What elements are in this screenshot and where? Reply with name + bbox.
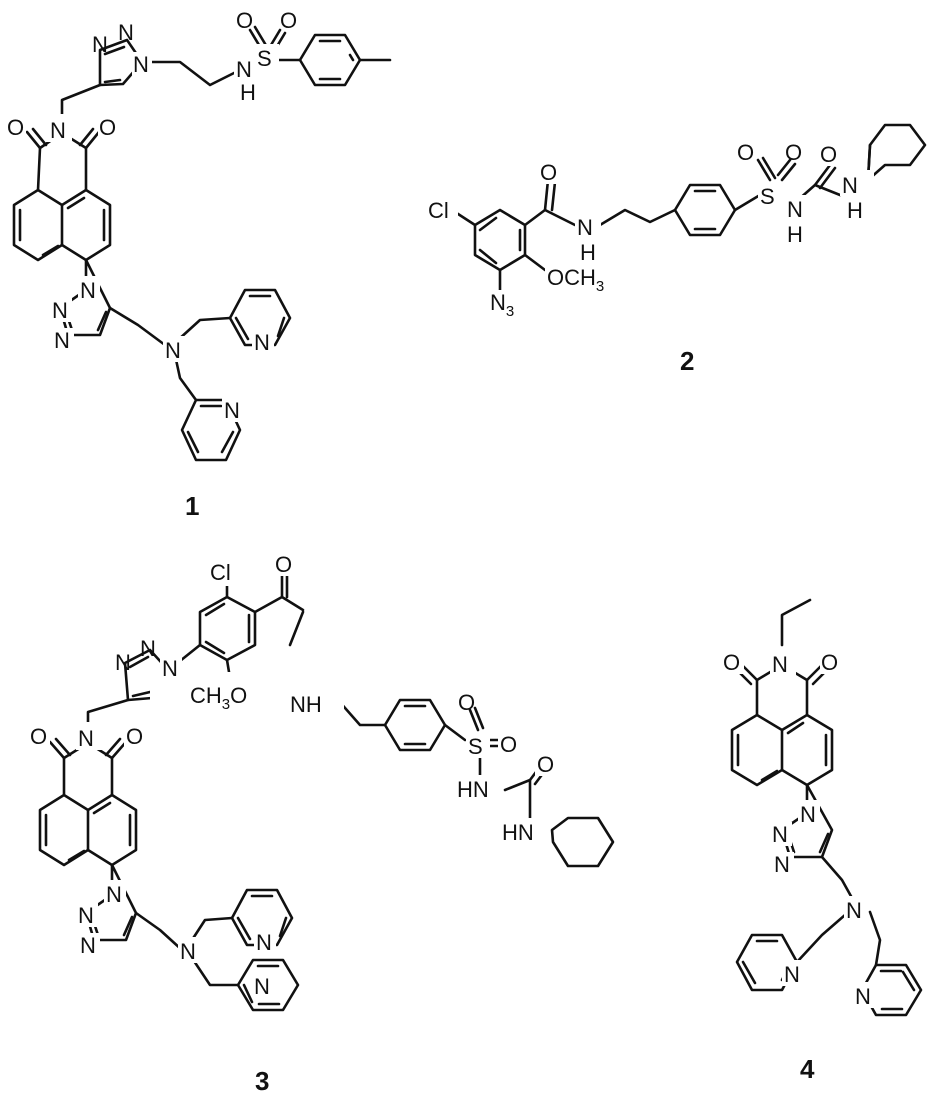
triazole-n-label: N <box>54 328 70 353</box>
sulfur-label: S <box>468 734 483 759</box>
urea-o-label: O <box>537 752 554 777</box>
urea-o-label: O <box>820 142 837 167</box>
triazole-n-label: N <box>106 882 122 907</box>
triazole-n-label: N <box>78 903 94 928</box>
chlorine-label: Cl <box>428 198 449 223</box>
methoxy-label: CH3O <box>190 683 247 713</box>
triazole-n-label: N <box>52 298 68 323</box>
sulfonamide-h-label: H <box>240 80 256 105</box>
sulfonamide-n-label: N <box>236 57 252 82</box>
sulfonyl-o-label: O <box>785 140 802 165</box>
triazole-n-label: N <box>140 636 156 661</box>
compound-3-label: 3 <box>255 1066 269 1096</box>
carbonyl-o-label: O <box>723 650 740 675</box>
carbonyl-o-label: O <box>30 724 47 749</box>
pyridine-n-label: N <box>855 984 871 1009</box>
imide-n-label: N <box>50 118 66 143</box>
sulfonylurea-hn-label: HN <box>457 777 489 802</box>
azide-label: N3 <box>490 290 514 320</box>
carbonyl-o-label: O <box>126 724 143 749</box>
compound-2-label: 2 <box>680 346 694 376</box>
triazole-n-label: N <box>118 20 134 45</box>
urea-hn-label: HN <box>502 820 534 845</box>
triazole-n-label: N <box>80 278 96 303</box>
compound-4: N O O N N N N N N 4 <box>722 598 923 1084</box>
chlorine-label: Cl <box>210 560 231 585</box>
amide-h-label: H <box>580 240 596 265</box>
triazole-n-label: N <box>80 933 96 958</box>
triazole-n-label: N <box>133 52 149 77</box>
amide-o-label: O <box>275 552 292 577</box>
amide-nh-label: NH <box>290 692 322 717</box>
carbonyl-o-label: O <box>7 115 24 140</box>
sulfonylurea-h-label: H <box>787 222 803 247</box>
triazole-n-label: N <box>800 802 816 827</box>
triazole-n-label: N <box>115 650 131 675</box>
amide-o-label: O <box>540 160 557 185</box>
amine-n-label: N <box>180 939 196 964</box>
pyridine-n-label: N <box>254 330 270 355</box>
sulfur-label: S <box>760 184 775 209</box>
sulfur-label: S <box>257 46 272 71</box>
urea-h-label: H <box>847 198 863 223</box>
triazole-n-label: N <box>162 656 178 681</box>
amide-n-label: N <box>577 215 593 240</box>
imide-n-label: N <box>78 726 94 751</box>
amine-n-label: N <box>165 338 181 363</box>
compound-4-label: 4 <box>800 1054 815 1084</box>
compound-1-label: 1 <box>185 491 199 521</box>
imide-n-label: N <box>772 652 788 677</box>
triazole-n-label: N <box>772 822 788 847</box>
pyridine-n-label: N <box>784 962 800 987</box>
sulfonylurea-n-label: N <box>787 197 803 222</box>
triazole-n-label: N <box>92 32 108 57</box>
compound-1: N O O N N N N H S O O N N N N N N 1 <box>6 8 392 521</box>
sulfonyl-o-label: O <box>737 140 754 165</box>
compound-3: Cl O NH CH3O N N N N O O S O O HN O HN N… <box>28 550 615 1096</box>
sulfonyl-o-label: O <box>458 690 475 715</box>
carbonyl-o-label: O <box>821 650 838 675</box>
pyridine-n-label: N <box>256 930 272 955</box>
carbonyl-o-label: O <box>99 115 116 140</box>
triazole-n-label: N <box>774 852 790 877</box>
amine-n-label: N <box>846 898 862 923</box>
methoxy-label: OCH3 <box>547 265 604 295</box>
compound-2: Cl O N H OCH3 N3 S O O N H O N H 2 <box>428 123 927 376</box>
sulfonyl-o-label: O <box>280 8 297 33</box>
pyridine-n-label: N <box>224 398 240 423</box>
sulfonyl-o-label: O <box>236 8 253 33</box>
pyridine-n-label: N <box>254 974 270 999</box>
sulfonyl-o-label: O <box>500 732 517 757</box>
urea-nh-label: N <box>842 173 858 198</box>
